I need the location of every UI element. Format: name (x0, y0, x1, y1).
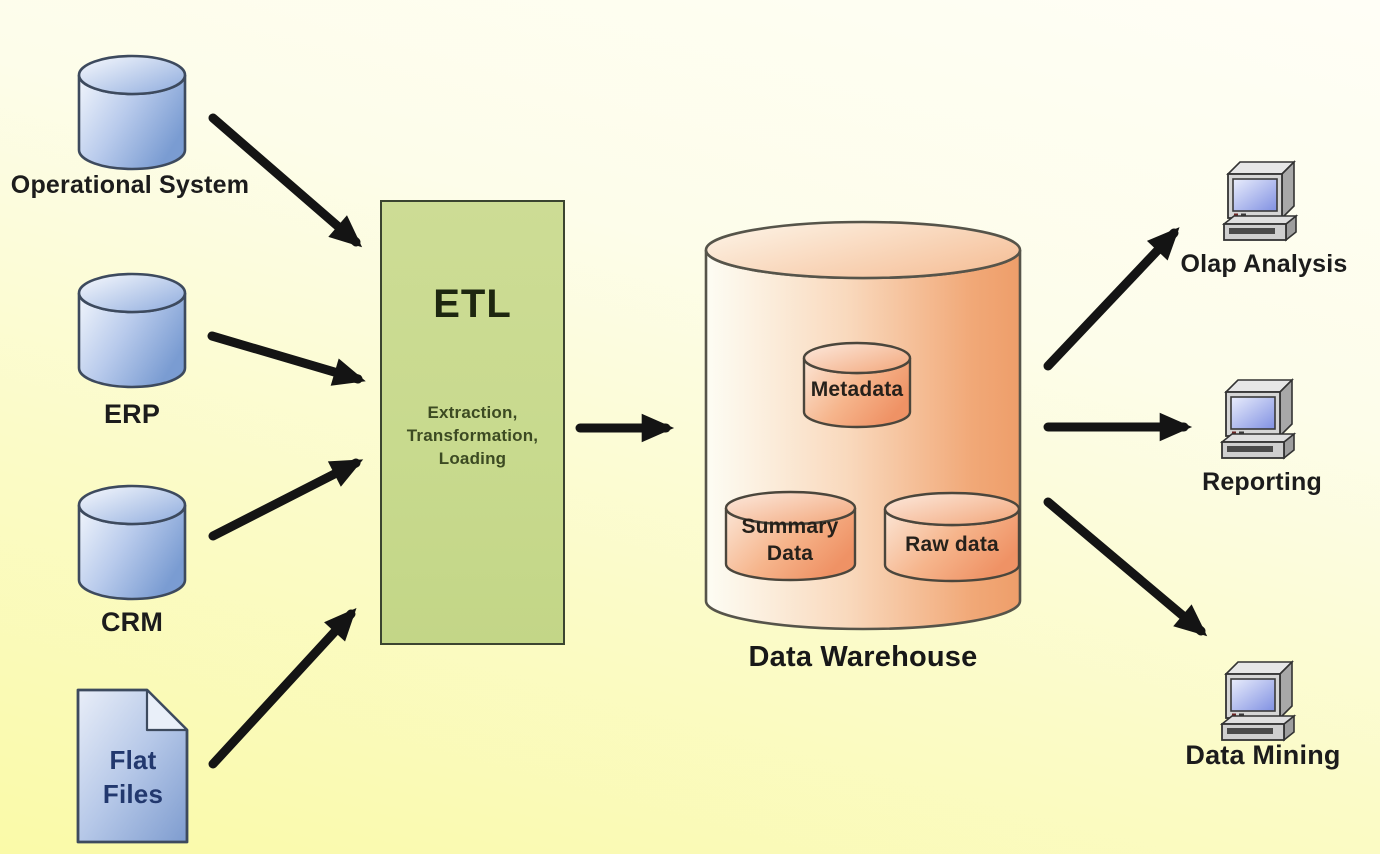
flat-files-label: Flat Files (102, 745, 164, 809)
arrow-crm-to-etl (208, 458, 364, 541)
etl-description-line-3: Loading (438, 449, 507, 468)
arrow-warehouse-to-data-mining (1043, 497, 1208, 637)
raw-data-cylinder-icon (883, 491, 1021, 583)
erp-database-icon (77, 272, 187, 389)
reporting-label: Reporting (1202, 468, 1322, 496)
raw-data-label: Raw data (905, 533, 999, 556)
data-mining-label: Data Mining (1185, 740, 1341, 770)
operational-system-label: Operational System (10, 171, 250, 199)
data-mining-computer-icon (1220, 660, 1297, 742)
erp-label: ERP (103, 399, 161, 429)
arrow-flat-files-to-etl (208, 608, 357, 769)
olap-analysis-label: Olap Analysis (1180, 250, 1348, 278)
data-warehouse-label: Data Warehouse (748, 641, 978, 673)
etl-process-box (380, 200, 565, 645)
arrow-operational-system-to-etl (208, 113, 363, 248)
summary-data-cylinder-icon (724, 490, 857, 582)
operational-system-database-icon (77, 54, 187, 171)
etl-description-line-1: Extraction, (427, 403, 518, 422)
etl-description: Extraction, Transformation, Loading (380, 401, 565, 470)
crm-database-icon (77, 484, 187, 601)
metadata-cylinder-icon (802, 341, 912, 429)
reporting-computer-icon (1220, 378, 1297, 460)
arrow-warehouse-to-olap (1043, 227, 1180, 371)
olap-analysis-computer-icon (1222, 160, 1299, 242)
etl-description-line-2: Transformation, (406, 426, 539, 445)
flat-files-document-icon (76, 688, 189, 844)
arrow-erp-to-etl (207, 331, 366, 386)
metadata-label: Metadata (810, 378, 904, 401)
crm-label: CRM (100, 607, 164, 637)
summary-data-label: Summary Data (741, 515, 839, 566)
etl-title: ETL (433, 282, 512, 326)
